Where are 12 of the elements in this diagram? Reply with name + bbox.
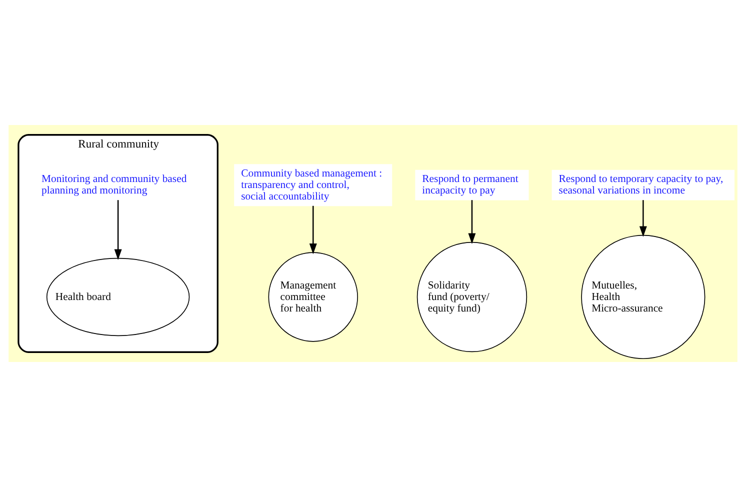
arrow <box>309 206 317 254</box>
node-ellipse: Health board <box>46 258 190 336</box>
arrow <box>468 200 476 244</box>
node-circle: Solidarity fund (poverty/ equity fund) <box>416 242 528 352</box>
arrow <box>114 200 122 260</box>
node-box: Respond to temporary capacity to pay, seasonal variations in income <box>552 170 735 200</box>
node-box: Respond to permanent incapacity to pay <box>415 170 529 200</box>
node-text: Monitoring and community based planning and monitoring <box>42 173 187 197</box>
arrow <box>639 200 647 237</box>
node-box: Community based management : transparency and control, social accountability <box>234 164 392 206</box>
node-circle: Management committee for health <box>268 252 358 342</box>
node-circle: Mutuelles, Health Micro-assurance <box>581 234 706 360</box>
